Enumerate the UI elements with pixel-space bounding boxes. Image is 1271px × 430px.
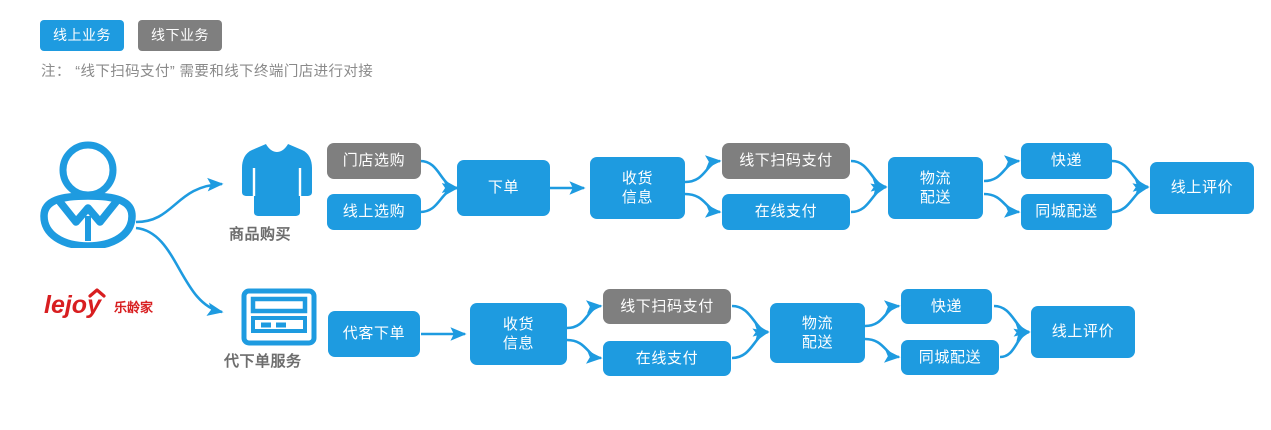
node-r2-logistics[interactable]: 物流 配送 xyxy=(770,303,865,363)
node-r1-online-pick[interactable]: 线上选购 xyxy=(327,194,421,230)
legend: 线上业务 线下业务 xyxy=(40,20,222,51)
node-r1-express[interactable]: 快递 xyxy=(1021,143,1112,179)
shirt-icon xyxy=(240,140,314,218)
caption-goods-purchase: 商品购买 xyxy=(229,226,292,243)
legend-chip-offline[interactable]: 线下业务 xyxy=(138,20,222,51)
person-icon xyxy=(36,138,140,250)
node-r2-offline-scan-pay[interactable]: 线下扫码支付 xyxy=(603,289,731,324)
node-r1-logistics[interactable]: 物流 配送 xyxy=(888,157,983,219)
node-r2-online-pay[interactable]: 在线支付 xyxy=(603,341,731,376)
node-r2-delivery-info[interactable]: 收货 信息 xyxy=(470,303,567,365)
node-r2-city-delivery[interactable]: 同城配送 xyxy=(901,340,999,375)
node-r1-online-pay[interactable]: 在线支付 xyxy=(722,194,850,230)
caption-proxy-order-service: 代下单服务 xyxy=(224,353,302,370)
node-r1-delivery-info[interactable]: 收货 信息 xyxy=(590,157,685,219)
logo-roof-icon xyxy=(88,288,106,298)
brand-logo: lejoy 乐龄家 xyxy=(44,288,164,322)
node-r1-place-order[interactable]: 下单 xyxy=(457,160,550,216)
legend-chip-online[interactable]: 线上业务 xyxy=(40,20,124,51)
note-text: 注： “线下扫码支付” 需要和线下终端门店进行对接 xyxy=(41,64,374,80)
node-r2-proxy-order[interactable]: 代客下单 xyxy=(328,311,420,357)
node-r2-online-review[interactable]: 线上评价 xyxy=(1031,306,1135,358)
node-r1-city-delivery[interactable]: 同城配送 xyxy=(1021,194,1112,230)
node-r1-offline-scan-pay[interactable]: 线下扫码支付 xyxy=(722,143,850,179)
node-r1-online-review[interactable]: 线上评价 xyxy=(1150,162,1254,214)
card-icon xyxy=(241,288,317,346)
logo-cn-text: 乐龄家 xyxy=(114,300,154,315)
node-r1-store-pick[interactable]: 门店选购 xyxy=(327,143,421,179)
node-r2-express[interactable]: 快递 xyxy=(901,289,992,324)
